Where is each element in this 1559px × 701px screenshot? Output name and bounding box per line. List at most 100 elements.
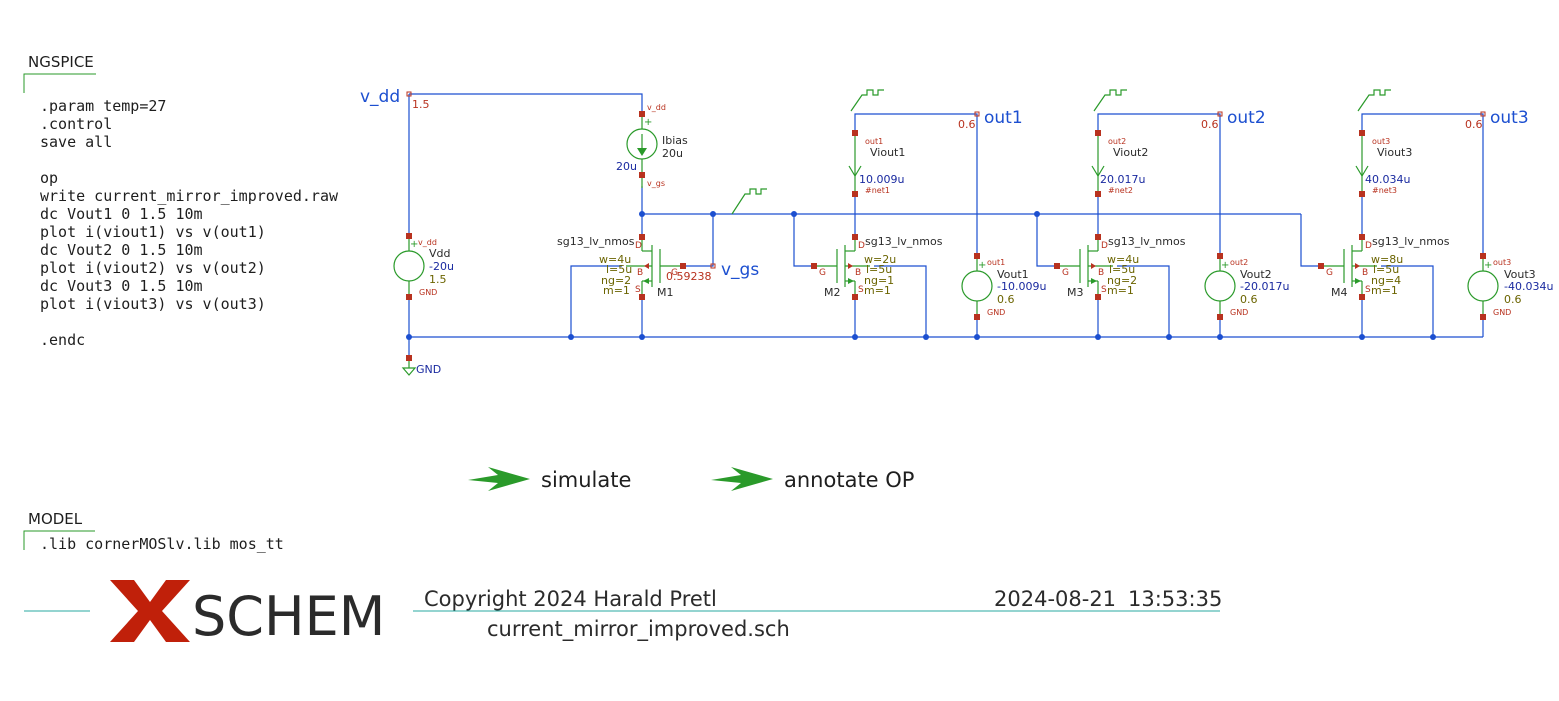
m1-model: sg13_lv_nmos xyxy=(557,235,635,248)
pin-label-s: S xyxy=(1365,285,1371,295)
simulate-button[interactable]: simulate xyxy=(468,467,631,492)
pin-label-s: S xyxy=(635,285,641,295)
pin-label-g: G xyxy=(671,268,678,278)
pin-marker xyxy=(1480,314,1486,320)
ngspice-header: NGSPICE xyxy=(28,53,94,71)
junction-dot xyxy=(639,334,645,340)
junction-dot xyxy=(1095,334,1101,340)
pin-label-s: S xyxy=(858,285,864,295)
bulk-arrow xyxy=(644,263,649,269)
viout2-name: Viout2 xyxy=(1113,146,1148,159)
wire-vdd-rail xyxy=(409,93,643,112)
vdd-name: Vdd xyxy=(429,247,451,260)
time-text: 13:53:35 xyxy=(1128,587,1222,611)
ibias-current: 20u xyxy=(616,160,637,173)
vout2-source: + out2 GND Vout2 -20.017u 0.6 xyxy=(1204,253,1289,320)
junction-dot xyxy=(974,334,980,340)
viout2-current: 20.017u xyxy=(1100,173,1145,186)
op-voltage-out3: 0.6 xyxy=(1465,118,1483,131)
junction-dot xyxy=(639,211,645,217)
net-pin-marker xyxy=(710,263,716,269)
wire-m4-bulk xyxy=(1381,265,1434,337)
pin-label: out2 xyxy=(1108,137,1126,146)
vout3-source: + out3 GND Vout3 -40.034u 0.6 xyxy=(1467,253,1553,320)
logo-x-mark xyxy=(110,580,190,642)
date-text: 2024-08-21 xyxy=(994,587,1116,611)
wires xyxy=(408,93,1484,357)
net-pin-marker xyxy=(1480,111,1486,117)
annotate-op-button[interactable]: annotate OP xyxy=(711,467,914,492)
code-line: plot i(viout2) vs v(out2) xyxy=(40,259,266,277)
junction-dot xyxy=(923,334,929,340)
ngspice-code-block: NGSPICE .param temp=27 .control save all… xyxy=(23,53,339,349)
m1-m: m=1 xyxy=(603,284,630,297)
pin-marker xyxy=(406,233,412,239)
wire-out1 xyxy=(854,113,978,256)
pwl-source-icon xyxy=(1357,89,1391,112)
pin-label-b: B xyxy=(637,268,643,278)
pin-marker xyxy=(852,191,858,197)
pin-label: out3 xyxy=(1372,137,1390,146)
plus-sign: + xyxy=(978,260,986,271)
pin-marker xyxy=(406,355,412,361)
pin-marker xyxy=(1095,234,1101,240)
model-frame xyxy=(23,530,95,550)
pin-marker xyxy=(1359,294,1365,300)
vdd-source: + v_dd GND Vdd -20u 1.5 xyxy=(393,233,454,300)
vout1-current: -10.009u xyxy=(997,280,1046,293)
ground-icon xyxy=(401,367,417,376)
pin-marker xyxy=(1217,314,1223,320)
copyright-text: Copyright 2024 Harald Pretl xyxy=(424,587,717,611)
source-arrow xyxy=(1355,278,1361,284)
net-label-out1: out1 xyxy=(984,108,1023,128)
junction-dot xyxy=(568,334,574,340)
m4-m: m=1 xyxy=(1371,284,1398,297)
pin-label-d: D xyxy=(1101,241,1108,251)
wire-out2 xyxy=(1097,113,1221,256)
pin-label: out1 xyxy=(987,258,1005,267)
pwl-source-icon xyxy=(731,188,767,215)
voltage-source-icon xyxy=(393,250,425,282)
gnd-label: GND xyxy=(416,363,441,376)
vout3-current: -40.034u xyxy=(1504,280,1553,293)
voltage-source-icon xyxy=(1467,270,1499,302)
m2-model: sg13_lv_nmos xyxy=(865,235,943,248)
code-line: plot i(viout1) vs v(out1) xyxy=(40,223,266,241)
vout2-value: 0.6 xyxy=(1240,293,1258,306)
transistor-m2: D S B G sg13_lv_nmos w=2u l=5u ng=1 m=1 … xyxy=(811,234,943,300)
code-line: save all xyxy=(40,133,112,151)
pin-marker xyxy=(406,294,412,300)
pin-marker xyxy=(680,263,686,269)
code-line: .endc xyxy=(40,331,85,349)
ibias-name: Ibias xyxy=(662,134,688,147)
plus-sign: + xyxy=(410,239,418,250)
vdd-current: -20u xyxy=(429,260,454,273)
voltage-source-icon xyxy=(961,270,993,302)
pin-marker xyxy=(639,234,645,240)
pin-label: GND xyxy=(1493,308,1511,317)
pin-label-b: B xyxy=(1098,268,1104,278)
bulk-arrow xyxy=(1091,263,1096,269)
pin-marker xyxy=(974,253,980,259)
code-line: plot i(viout3) vs v(out3) xyxy=(40,295,266,313)
pin-label-s: S xyxy=(1101,285,1107,295)
m1-name: M1 xyxy=(657,286,674,299)
code-line: write current_mirror_improved.raw xyxy=(40,187,339,205)
pin-label: #net3 xyxy=(1372,186,1397,195)
transistor-m4: D S B G sg13_lv_nmos w=8u l=5u ng=4 m=1 … xyxy=(1318,234,1450,300)
pwl-source-icon xyxy=(1093,89,1127,112)
pin-marker xyxy=(639,111,645,117)
pin-label-b: B xyxy=(855,268,861,278)
pin-marker xyxy=(852,234,858,240)
plus-sign: + xyxy=(1484,260,1492,271)
viout1-name: Viout1 xyxy=(870,146,905,159)
source-arrow xyxy=(643,278,649,284)
pin-marker xyxy=(1217,253,1223,259)
pin-label: out1 xyxy=(865,137,883,146)
junction-dot xyxy=(1430,334,1436,340)
viout3-current: 40.034u xyxy=(1365,173,1410,186)
ammeter-viout2: out2 #net2 Viout2 20.017u xyxy=(1091,89,1148,197)
junction-dot xyxy=(710,211,716,217)
plus-sign: + xyxy=(1221,260,1229,271)
pin-marker xyxy=(974,314,980,320)
